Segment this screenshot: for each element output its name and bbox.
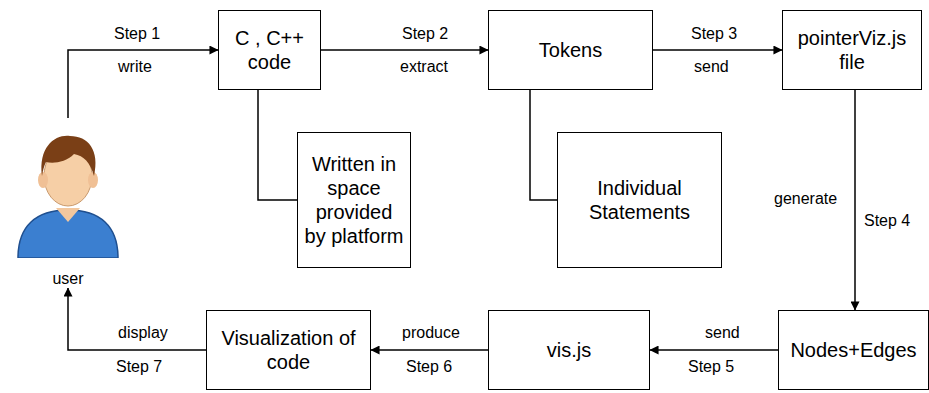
step-label: Step 6 <box>404 358 454 376</box>
process-box: Tokens <box>488 10 653 90</box>
flow-arrow <box>650 349 778 351</box>
flow-arrow <box>68 288 206 350</box>
process-box: Written in space provided by platform <box>297 132 411 268</box>
box-text: Visualization of code <box>213 326 364 374</box>
box-text: Individual Statements <box>564 176 715 224</box>
box-text: Written in space provided by platform <box>304 152 404 248</box>
action-label: produce <box>400 324 462 342</box>
process-box: Individual Statements <box>557 132 722 268</box>
flow-arrow <box>530 90 557 200</box>
process-box: Visualization of code <box>206 310 371 390</box>
flow-arrow <box>854 90 856 310</box>
process-box: Nodes+Edges <box>778 310 929 390</box>
flow-arrow <box>653 49 782 51</box>
box-text: C , C++ code <box>225 26 314 74</box>
action-label: display <box>116 324 170 342</box>
action-label: generate <box>772 190 839 208</box>
flow-arrow <box>371 349 488 351</box>
flow-arrow <box>321 49 488 51</box>
action-label: send <box>692 58 731 76</box>
user-label: user <box>12 270 124 288</box>
step-label: Step 5 <box>686 358 736 376</box>
box-text: Tokens <box>539 38 602 62</box>
flow-arrow <box>68 50 218 118</box>
process-box: vis.js <box>488 310 650 390</box>
user-figure: user <box>12 118 124 288</box>
user-icon <box>12 118 124 258</box>
box-text: Nodes+Edges <box>790 338 916 362</box>
box-text: vis.js <box>547 338 591 362</box>
step-label: Step 7 <box>114 358 164 376</box>
process-box: C , C++ code <box>218 10 321 90</box>
flow-arrow <box>258 90 297 200</box>
box-text: pointerViz.js file <box>789 26 915 74</box>
process-box: pointerViz.js file <box>782 10 922 90</box>
step-label: Step 3 <box>689 25 739 43</box>
step-label: Step 1 <box>112 25 162 43</box>
action-label: write <box>116 58 154 76</box>
step-label: Step 2 <box>400 25 450 43</box>
step-label: Step 4 <box>862 212 912 230</box>
action-label: extract <box>398 58 450 76</box>
action-label: send <box>703 324 742 342</box>
